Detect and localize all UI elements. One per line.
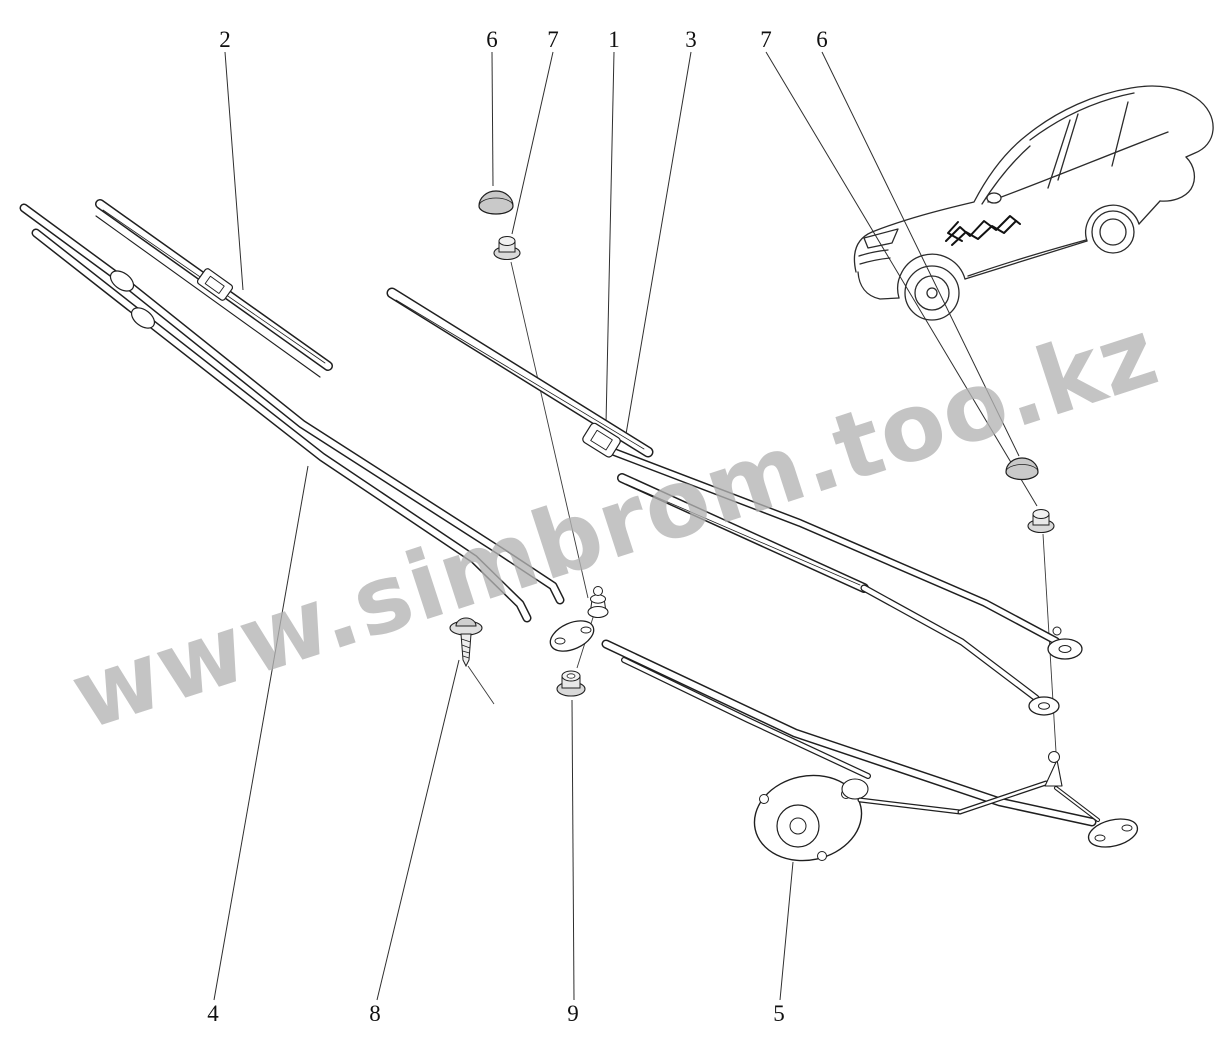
pivot-cap-part-6-right <box>1005 457 1039 481</box>
callout-part-6-left: 6 <box>486 27 498 52</box>
leader-lines <box>213 51 1038 1001</box>
callout-part-7-right: 7 <box>760 27 772 52</box>
callout-part-1: 1 <box>608 27 620 52</box>
flange-nut-part-9 <box>556 670 586 697</box>
wiper-assembly-part-1 <box>386 287 1083 660</box>
callout-part-4: 4 <box>207 1001 219 1026</box>
callout-part-5: 5 <box>773 1001 785 1026</box>
callout-part-7-left: 7 <box>547 27 559 52</box>
callout-part-8: 8 <box>369 1001 381 1026</box>
callout-part-2: 2 <box>219 27 231 52</box>
pivot-nut-part-7-left <box>493 236 521 261</box>
mounting-screw-part-8 <box>449 617 483 668</box>
wiper-linkage-motor-part-5 <box>549 586 1139 862</box>
wiper-arm-pair-part-4 <box>19 203 565 623</box>
wiper-blade-part-2 <box>95 199 333 378</box>
pivot-nut-part-7-right <box>1027 509 1055 534</box>
pivot-cap-part-6-left <box>478 190 514 215</box>
callout-part-3: 3 <box>685 27 697 52</box>
car-inset <box>853 85 1214 321</box>
callout-part-6-right: 6 <box>816 27 828 52</box>
wiper-assembly-part-3 <box>617 473 1060 716</box>
wiper-location-scribble <box>945 215 1021 246</box>
callout-part-9: 9 <box>567 1001 579 1026</box>
blade-connector <box>582 422 621 458</box>
